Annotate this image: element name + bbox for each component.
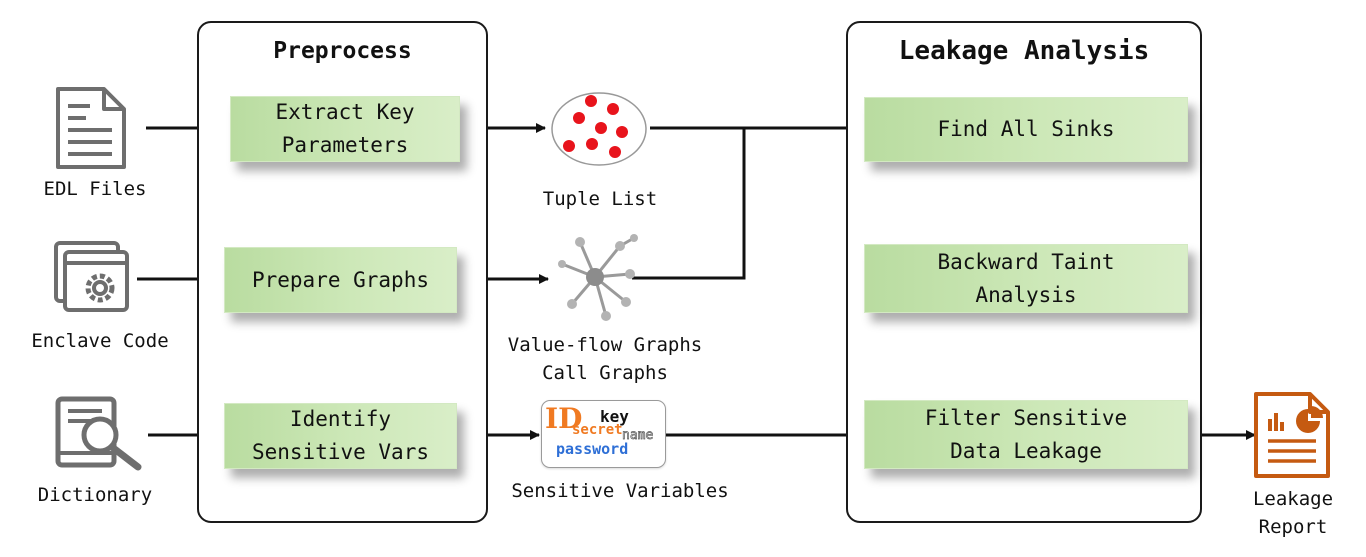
code-window-gear-icon (54, 241, 129, 312)
step-identify-sensitive-vars[interactable]: Identify Sensitive Vars (224, 403, 457, 469)
enclave-code-label: Enclave Code (31, 330, 169, 352)
badge-id: ID (545, 402, 583, 435)
leakage-report-icon (1254, 392, 1330, 478)
edl-files-label: EDL Files (43, 178, 147, 200)
badge-password: password (556, 440, 629, 458)
leakage-report-line-2: Report (1258, 516, 1328, 538)
sensitive-variables-label: Sensitive Variables (511, 480, 729, 502)
network-graph-icon (558, 234, 638, 321)
tuple-list-label: Tuple List (542, 188, 658, 210)
dictionary-search-icon (55, 396, 142, 471)
preprocess-title: Preprocess (273, 38, 412, 64)
call-graphs-label: Call Graphs (542, 362, 668, 384)
badge-name: name (622, 428, 654, 444)
sensitive-variables-badge: ID key secret name password (541, 400, 666, 468)
extract-line-1: Extract Key (275, 100, 415, 124)
tuple-list-icon (551, 92, 647, 166)
identify-line-2: Sensitive Vars (251, 440, 429, 464)
value-flow-graphs-label: Value-flow Graphs (507, 334, 703, 356)
identify-line-1: Identify (289, 407, 392, 431)
filter-line-1: Filter Sensitive (924, 405, 1128, 430)
document-icon (56, 87, 126, 169)
dictionary-label: Dictionary (37, 484, 153, 506)
step-backward-taint-analysis[interactable]: Backward Taint Analysis (864, 244, 1188, 313)
step-find-all-sinks[interactable]: Find All Sinks (864, 97, 1188, 162)
leakage-report-line-1: Leakage (1252, 488, 1334, 510)
extract-line-2: Parameters (281, 133, 409, 157)
find-sinks-label: Find All Sinks (937, 117, 1115, 141)
filter-line-2: Data Leakage (950, 438, 1102, 463)
step-prepare-graphs[interactable]: Prepare Graphs (224, 247, 457, 313)
prepare-label: Prepare Graphs (251, 267, 429, 292)
backward-line-1: Backward Taint (937, 249, 1115, 274)
badge-key: key (600, 407, 629, 426)
backward-line-2: Analysis (975, 282, 1077, 307)
step-filter-sensitive-data-leakage[interactable]: Filter Sensitive Data Leakage (864, 400, 1188, 469)
badge-secret: secret (572, 422, 623, 438)
analysis-title: Leakage Analysis (898, 36, 1150, 66)
step-extract-key-parameters[interactable]: Extract Key Parameters (230, 96, 460, 162)
